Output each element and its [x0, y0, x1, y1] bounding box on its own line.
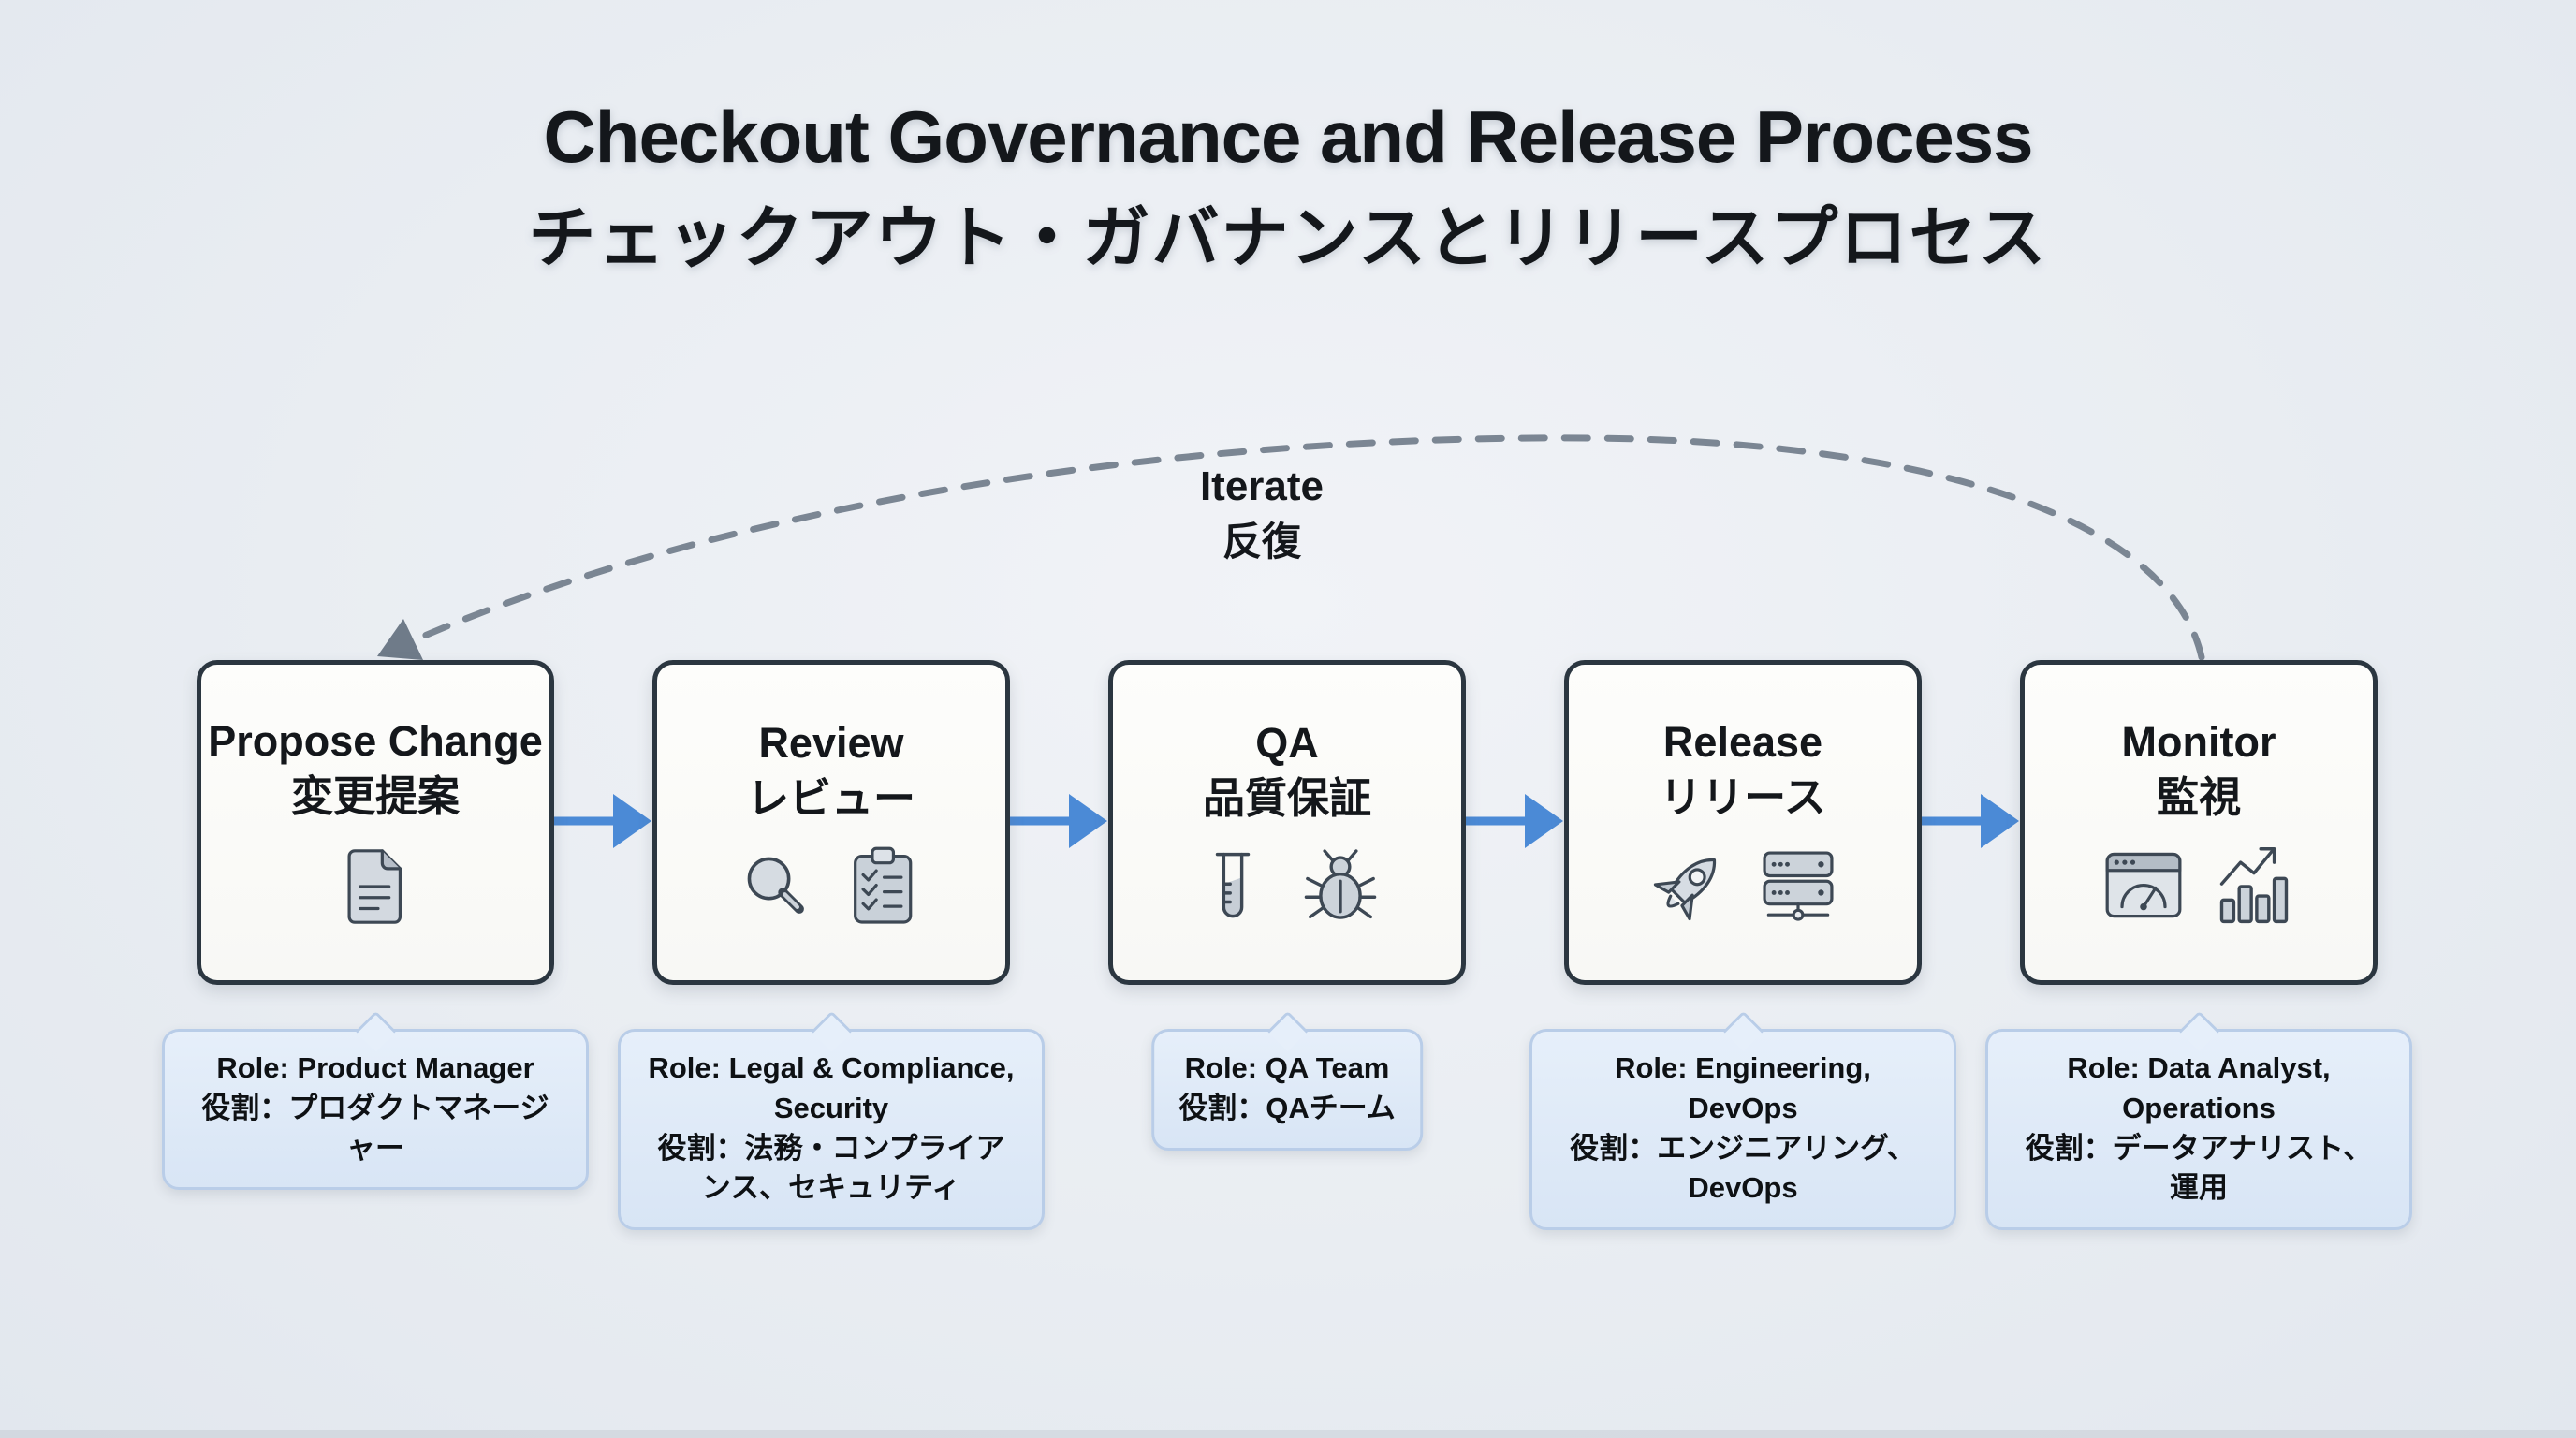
stage-title-ja: リリース	[1660, 772, 1826, 821]
role-en: Role: QA Team	[1184, 1051, 1390, 1084]
stage-title: Propose Change 変更提案	[208, 714, 543, 824]
stage-title: QA 品質保証	[1203, 716, 1371, 826]
stage-box-release: Release リリース	[1564, 660, 1922, 985]
page-title: Checkout Governance and Release Process …	[0, 95, 2576, 276]
bottom-edge-shadow	[0, 1430, 2576, 1438]
magnifier-icon	[735, 844, 819, 929]
role-ja: 役割：プロダクトマネージャー	[201, 1091, 549, 1165]
dashboard-gauge-icon	[2100, 844, 2187, 930]
stage-title-ja: 品質保証	[1202, 773, 1371, 822]
role-en: Role: Engineering, DevOps	[1615, 1051, 1871, 1124]
page-title-ja: チェックアウト・ガバナンスとリリースプロセス	[528, 200, 2048, 276]
role-bubble-qa: Role: QA Team 役割：QAチーム	[1151, 1029, 1423, 1151]
stage-title-en: QA	[1255, 719, 1319, 767]
iterate-label-en: Iterate	[1199, 463, 1325, 509]
page-title-en: Checkout Governance and Release Process	[543, 95, 2033, 178]
role-en: Role: Product Manager	[216, 1051, 534, 1084]
stage-box-review: Review レビュー	[652, 660, 1010, 985]
stage-box-monitor: Monitor 監視	[2020, 660, 2378, 985]
role-bubble-propose-change: Role: Product Manager 役割：プロダクトマネージャー	[162, 1029, 589, 1191]
role-bubble-review: Role: Legal & Compliance, Security 役割：法務…	[618, 1029, 1045, 1231]
role-en: Role: Data Analyst, Operations	[2067, 1051, 2331, 1124]
stage-icons	[331, 843, 419, 931]
stage-title-en: Release	[1662, 718, 1823, 766]
flow-arrow-1	[554, 794, 651, 848]
role-en: Role: Legal & Compliance, Security	[648, 1051, 1015, 1124]
stage-title-en: Review	[758, 719, 904, 767]
server-icon	[1755, 844, 1841, 930]
test-tube-icon	[1192, 845, 1274, 928]
role-bubble-release: Role: Engineering, DevOps 役割：エンジニアリング、De…	[1530, 1029, 1956, 1231]
stage-icons	[1645, 844, 1841, 930]
stage-title: Review レビュー	[747, 716, 915, 826]
role-ja: 役割：QAチーム	[1178, 1091, 1396, 1124]
flow-arrow-4	[1922, 794, 2019, 848]
role-ja: 役割：法務・コンプライアンス、セキュリティ	[657, 1131, 1005, 1205]
flow-arrow-3	[1466, 794, 1563, 848]
bug-icon	[1298, 844, 1383, 929]
document-icon	[331, 843, 419, 931]
clipboard-checklist-icon	[843, 844, 928, 929]
role-bubble-monitor: Role: Data Analyst, Operations 役割：データアナリ…	[1985, 1029, 2412, 1231]
iterate-arrowhead	[377, 619, 423, 660]
stage-box-qa: QA 品質保証	[1108, 660, 1466, 985]
bar-chart-trend-icon	[2211, 844, 2297, 930]
stage-title: Release リリース	[1660, 715, 1826, 825]
stage-title-ja: 監視	[2156, 772, 2241, 821]
role-ja: 役割：エンジニアリング、DevOps	[1570, 1131, 1916, 1205]
stage-title-en: Propose Change	[208, 717, 543, 765]
role-ja: 役割：データアナリスト、運用	[2025, 1131, 2373, 1205]
iterate-label: Iterate 反復	[1200, 466, 1324, 562]
stage-icons	[2100, 844, 2297, 930]
stage-title-ja: 変更提案	[290, 771, 460, 820]
stage-title-ja: レビュー	[746, 773, 915, 822]
stage-icons	[1192, 844, 1383, 929]
stage-title: Monitor 監視	[2122, 715, 2276, 825]
flow-arrow-2	[1010, 794, 1107, 848]
rocket-icon	[1645, 844, 1731, 930]
stage-title-en: Monitor	[2121, 718, 2276, 766]
stage-icons	[735, 844, 928, 929]
stage-box-propose-change: Propose Change 変更提案	[197, 660, 554, 985]
iterate-label-ja: 反復	[1222, 520, 1302, 564]
